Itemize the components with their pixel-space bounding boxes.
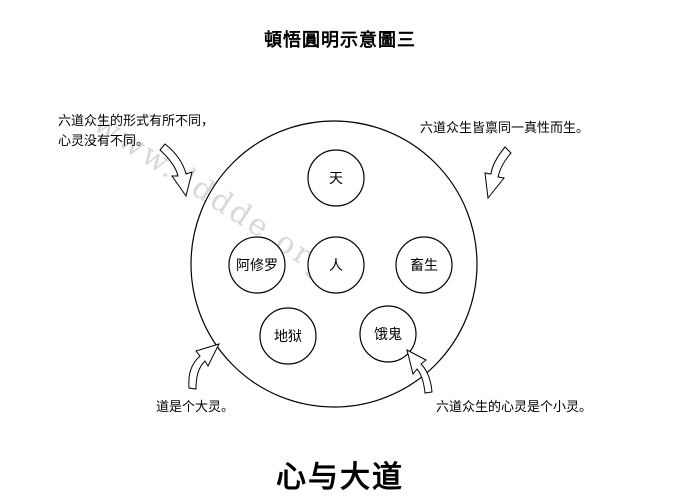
arrow-top-left-icon: [159, 143, 193, 198]
note-top-left: 六道众生的形式有所不同， 心灵没有不同。: [58, 112, 214, 152]
note-top-left-line-2: 心灵没有不同。: [58, 134, 150, 149]
node-hell-label: 地狱: [274, 329, 302, 345]
note-bottom-right: 六道众生的心灵是个小灵。: [436, 400, 593, 415]
arrow-bottom-left-icon: [188, 343, 220, 390]
arrow-top-right-icon: [484, 146, 512, 200]
note-bottom-left: 道是个大灵。: [156, 400, 235, 415]
node-animal: 畜生: [395, 236, 453, 294]
bottom-title: 心与大道: [276, 460, 404, 495]
node-asura: 阿修罗: [228, 236, 286, 294]
node-animal-label: 畜生: [410, 258, 438, 274]
node-asura-label: 阿修罗: [236, 258, 278, 274]
node-human: 人: [307, 236, 365, 294]
node-tian: 天: [307, 149, 365, 207]
arrow-bottom-right-icon: [406, 349, 433, 394]
note-top-left-line-1: 六道众生的形式有所不同，: [58, 114, 215, 129]
node-human-label: 人: [329, 258, 343, 274]
diagram-title: 頓悟圓明示意圖三: [264, 30, 416, 51]
great-circle: [190, 120, 478, 408]
node-tian-label: 天: [329, 171, 343, 187]
node-hell: 地狱: [259, 307, 317, 365]
node-ghost-label: 饿鬼: [374, 327, 402, 343]
note-top-right: 六道众生皆禀同一真性而生。: [420, 121, 590, 136]
node-ghost: 饿鬼: [359, 305, 417, 363]
